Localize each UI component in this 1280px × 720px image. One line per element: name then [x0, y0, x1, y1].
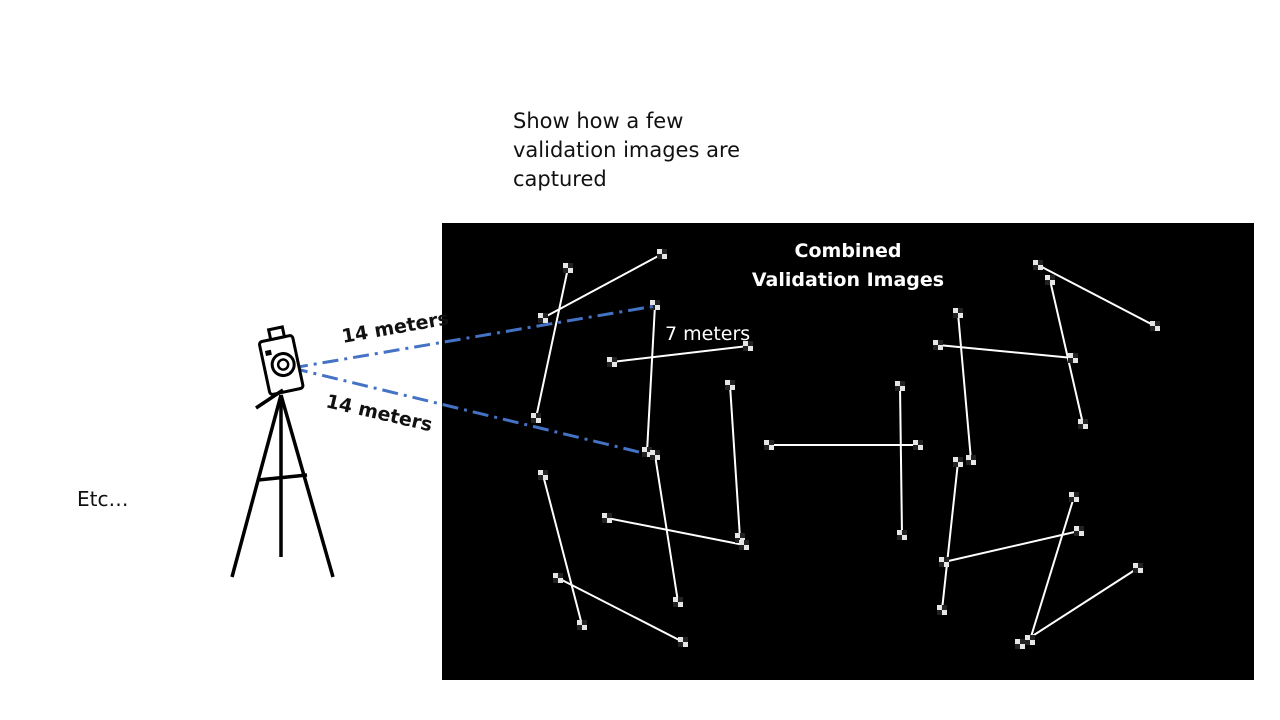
target-bar: [646, 304, 656, 453]
checker-marker: [933, 340, 943, 350]
target-bar: [611, 345, 749, 363]
target-bar: [899, 385, 903, 536]
checker-marker: [650, 300, 660, 310]
checker-marker: [531, 413, 541, 423]
checker-marker: [764, 440, 774, 450]
checker-marker: [650, 450, 660, 460]
checker-marker: [553, 573, 563, 583]
target-bar: [937, 344, 1074, 359]
checker-marker: [1045, 275, 1055, 285]
checker-marker: [897, 530, 907, 540]
target-bar: [957, 312, 972, 461]
tripod-icon: [230, 388, 335, 578]
target-bar: [654, 454, 679, 603]
distance-label-upper: 14 meters: [340, 307, 451, 347]
panel-title-line-2: Validation Images: [752, 269, 944, 291]
caption-note: Show how a few validation images are cap…: [513, 107, 773, 194]
checker-marker: [657, 249, 667, 259]
checker-marker: [953, 308, 963, 318]
checker-marker: [743, 341, 753, 351]
target-bar: [1049, 279, 1084, 425]
target-bar: [557, 577, 684, 643]
target-bar: [535, 267, 569, 419]
caption-line-1: Show how a few: [513, 109, 684, 133]
distance-label-target: 7 meters: [665, 323, 750, 345]
etc-label: Etc…: [77, 487, 129, 511]
checker-marker: [937, 605, 947, 615]
checker-marker: [577, 620, 587, 630]
camera-icon: [258, 325, 305, 396]
checker-marker: [538, 313, 548, 323]
target-bar: [1019, 567, 1139, 645]
checker-markers: [531, 249, 1160, 649]
target-bar: [941, 461, 959, 611]
checker-marker: [1074, 526, 1084, 536]
checker-marker: [939, 557, 949, 567]
checker-marker: [1015, 639, 1025, 649]
checker-marker: [1150, 321, 1160, 331]
caption-line-3: captured: [513, 167, 607, 191]
target-bar: [1029, 496, 1075, 641]
target-bar: [1037, 264, 1156, 327]
checker-marker: [673, 597, 683, 607]
checker-marker: [739, 540, 749, 550]
checker-marker: [642, 447, 652, 457]
target-bar: [729, 384, 741, 539]
checker-marker: [1068, 353, 1078, 363]
checker-marker: [678, 637, 688, 647]
checker-marker: [1069, 492, 1079, 502]
caption-line-2: validation images are: [513, 138, 741, 162]
checker-marker: [725, 380, 735, 390]
target-bar: [542, 474, 583, 626]
checker-marker: [913, 440, 923, 450]
checker-marker: [602, 513, 612, 523]
checker-marker: [1078, 419, 1088, 429]
target-bars: [535, 253, 1156, 645]
panel-title-line-1: Combined: [795, 240, 902, 262]
checker-marker: [563, 263, 573, 273]
checker-marker: [538, 470, 548, 480]
target-bar: [606, 517, 745, 546]
checker-marker: [1025, 635, 1035, 645]
checker-marker: [895, 381, 905, 391]
checker-marker: [1033, 260, 1043, 270]
checker-marker: [953, 457, 963, 467]
target-bar: [542, 253, 663, 319]
checker-marker: [607, 357, 617, 367]
checker-marker: [966, 455, 976, 465]
target-bar: [943, 530, 1080, 563]
checker-marker: [1133, 563, 1143, 573]
